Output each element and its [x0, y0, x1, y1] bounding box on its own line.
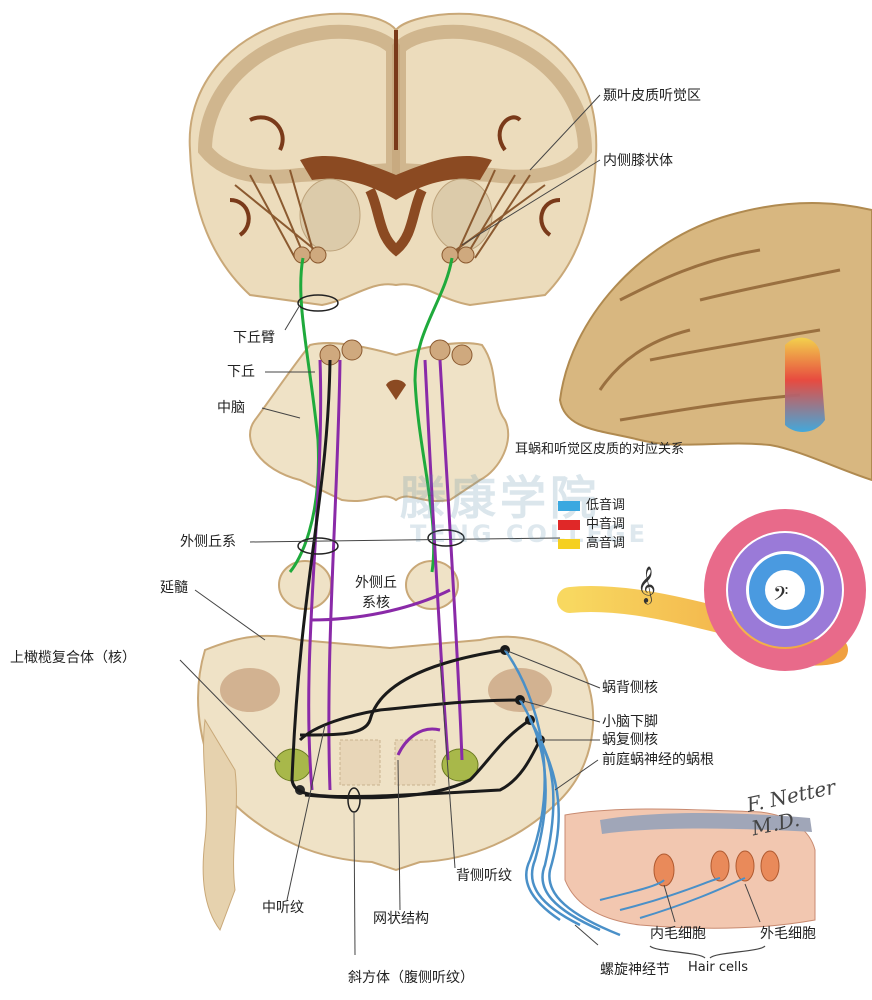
label-dorsal-cochlear-nucleus: 蜗背侧核: [602, 680, 658, 696]
legend-label-high: 高音调: [586, 536, 626, 551]
label-spiral-ganglion: 螺旋神经节: [600, 962, 670, 978]
label-cochlear-root: 前庭蜗神经的蜗根: [602, 752, 714, 768]
svg-text:𝄞: 𝄞: [637, 565, 656, 604]
label-temporal-auditory-cortex: 颞叶皮质听觉区: [603, 88, 701, 104]
label-trapezoid-body: 斜方体（腹侧听纹）: [348, 970, 474, 986]
label-cochlea-cortex-tonotopy: 耳蜗和听觉区皮质的对应关系: [515, 442, 685, 457]
label-nucleus-lateral-lemniscus-2: 系核: [362, 595, 390, 611]
legend-swatch-mid: [558, 520, 580, 530]
label-inner-hair-cells: 内毛细胞: [650, 926, 706, 942]
organ-of-corti: [564, 808, 816, 959]
label-superior-olivary-complex: 上橄榄复合体（核）: [10, 650, 136, 666]
label-midbrain: 中脑: [217, 400, 245, 416]
label-nucleus-lateral-lemniscus-1: 外侧丘: [355, 575, 397, 591]
label-intermediate-acoustic-stria: 中听纹: [262, 900, 304, 916]
label-medial-geniculate: 内侧膝状体: [603, 153, 673, 169]
legend-label-low: 低音调: [586, 498, 626, 513]
svg-text:𝄢: 𝄢: [773, 582, 788, 610]
legend-mid-pitch: 中音调: [558, 517, 625, 533]
legend-high-pitch: 高音调: [558, 536, 625, 552]
label-reticular-formation: 网状结构: [373, 911, 429, 927]
lateral-brain: [558, 202, 872, 482]
lateral-lemniscus-nuclei: [278, 560, 459, 610]
legend-swatch-low: [558, 501, 580, 511]
label-brachium-inferior-colliculus: 下丘臂: [233, 330, 275, 346]
legend-low-pitch: 低音调: [558, 498, 625, 514]
leader-lines: [179, 94, 761, 956]
label-ventral-cochlear-nucleus: 蜗复侧核: [602, 732, 658, 748]
label-inferior-colliculus: 下丘: [227, 364, 255, 380]
cochlea-spiral: 𝄞 𝄢: [557, 509, 866, 671]
label-inferior-cerebellar-peduncle: 小脑下脚: [602, 714, 658, 730]
label-lateral-lemniscus: 外侧丘系: [180, 534, 236, 550]
auditory-pathways: [288, 257, 621, 937]
label-dorsal-acoustic-stria: 背侧听纹: [456, 868, 512, 884]
coronal-brain-section: [188, 12, 598, 307]
watermark-sub: TENG COLLEGE: [410, 520, 648, 548]
watermark-main: 滕康学院: [400, 471, 600, 525]
legend-label-mid: 中音调: [586, 517, 626, 532]
label-outer-hair-cells: 外毛细胞: [760, 926, 816, 942]
legend-swatch-high: [558, 539, 580, 549]
label-hair-cells: Hair cells: [688, 960, 748, 975]
label-medulla: 延髓: [160, 580, 188, 596]
midbrain-section: [249, 339, 510, 502]
